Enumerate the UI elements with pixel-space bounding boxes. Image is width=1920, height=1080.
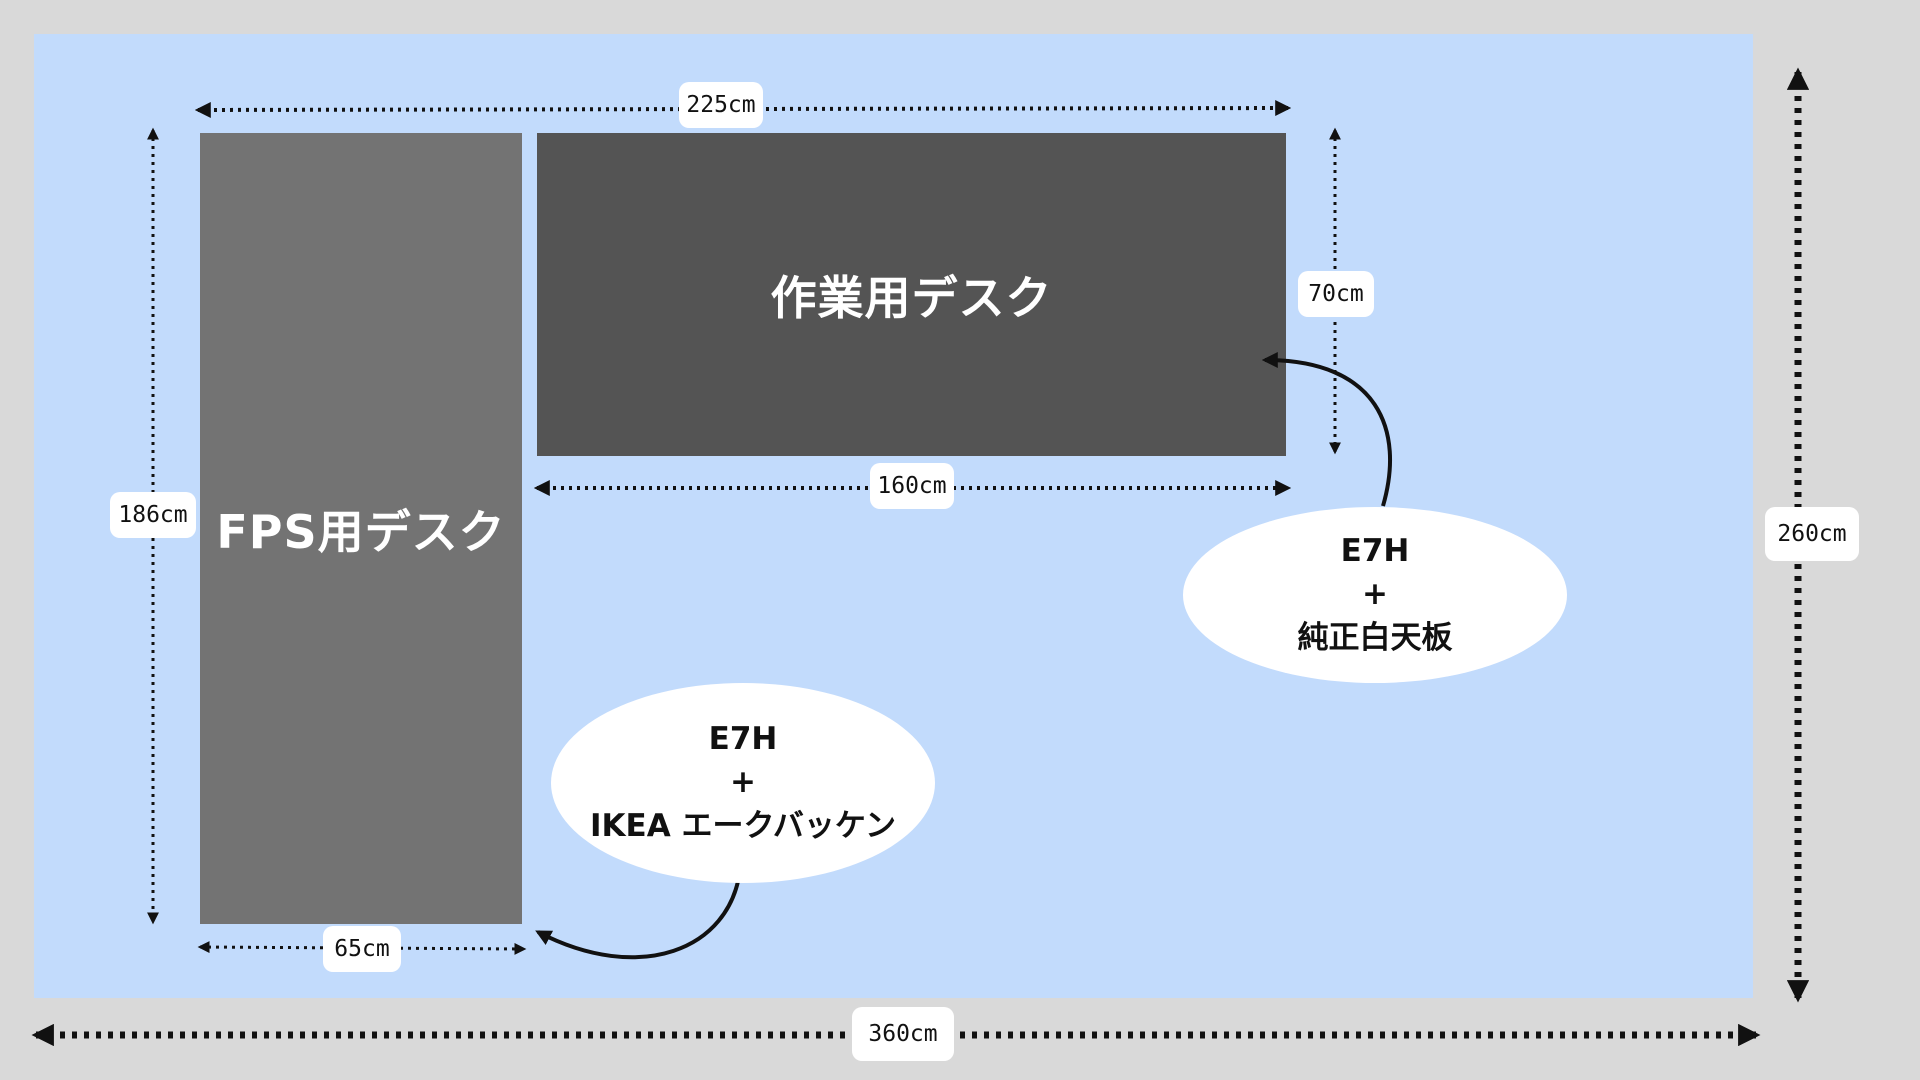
callout-arrow-work-desk xyxy=(1261,352,1392,507)
callout-arrow-fps-desk xyxy=(535,869,742,960)
callout-work-desk: E7H + 純正白天板 xyxy=(1183,507,1567,683)
dim-label-260cm: 260cm xyxy=(1765,507,1859,561)
dim-label-225cm: 225cm xyxy=(679,82,763,128)
callout-fps-desk-plus: + xyxy=(730,764,756,801)
fps-desk: FPS用デスク xyxy=(200,133,522,924)
callout-fps-desk: E7H + IKEA エークバッケン xyxy=(551,683,935,883)
callout-fps-desk-top: IKEA エークバッケン xyxy=(589,807,897,844)
fps-desk-label: FPS用デスク xyxy=(216,504,506,559)
dim-label-186cm: 186cm xyxy=(110,492,196,538)
callout-work-desk-plus: + xyxy=(1362,576,1388,613)
dim-label-360cm: 360cm xyxy=(852,1007,954,1061)
dim-label-160cm: 160cm xyxy=(870,463,954,509)
callout-fps-desk-model: E7H xyxy=(708,720,778,757)
dim-label-65cm: 65cm xyxy=(323,926,401,972)
dim-label-70cm: 70cm xyxy=(1298,271,1374,317)
callout-work-desk-model: E7H xyxy=(1340,532,1410,569)
callout-work-desk-top: 純正白天板 xyxy=(1297,619,1453,656)
work-desk-label: 作業用デスク xyxy=(770,270,1053,325)
work-desk: 作業用デスク xyxy=(537,133,1286,456)
